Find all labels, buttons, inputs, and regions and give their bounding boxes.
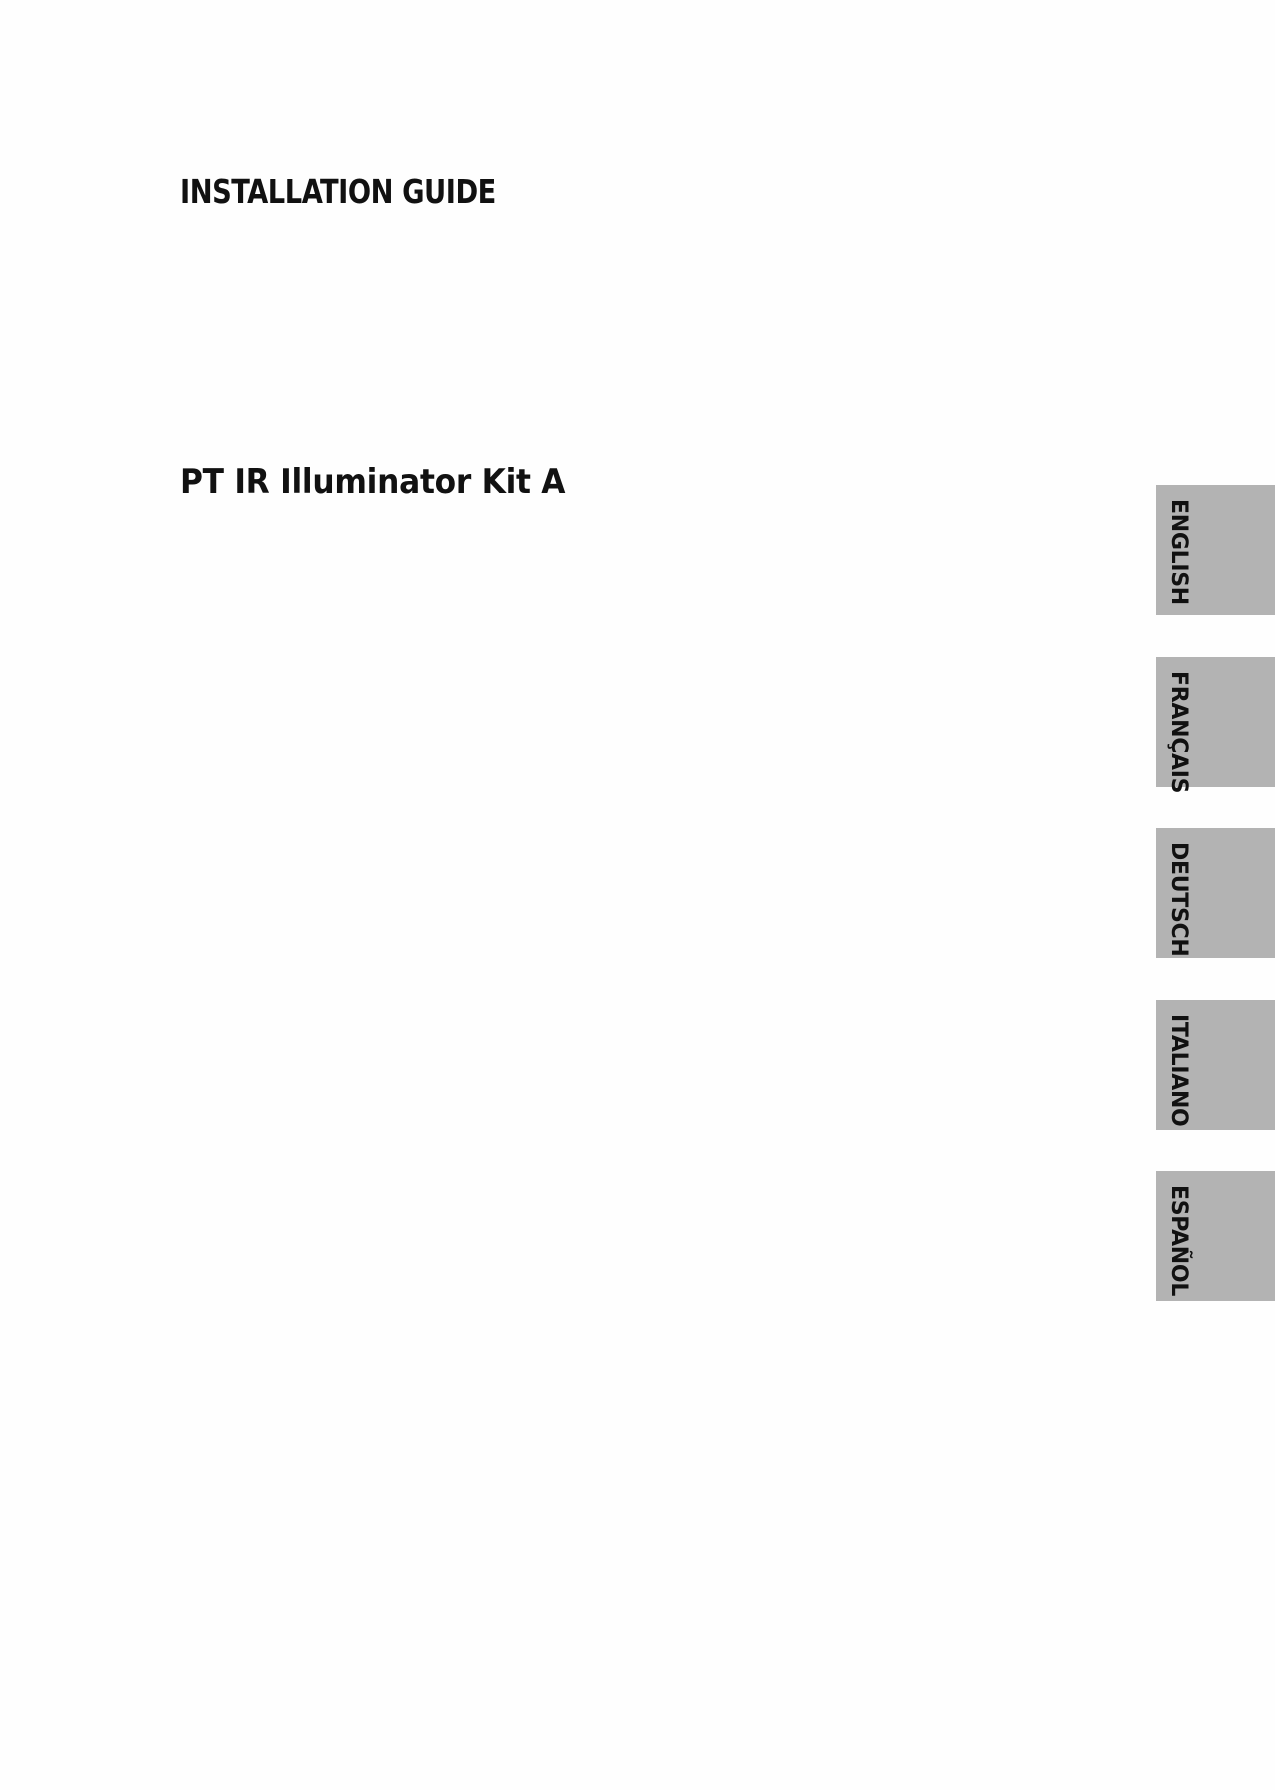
language-tab-label: DEUTSCH [1166, 842, 1191, 957]
language-tab-francais[interactable]: FRANÇAIS [1156, 657, 1275, 793]
document-type-heading: INSTALLATION GUIDE [180, 172, 496, 211]
language-tab-deutsch[interactable]: DEUTSCH [1156, 828, 1275, 958]
language-tab-label: FRANÇAIS [1166, 671, 1191, 794]
language-tab-label: ENGLISH [1166, 499, 1191, 605]
language-tab-label: ITALIANO [1166, 1014, 1191, 1127]
language-tab-espanol[interactable]: ESPAÑOL [1156, 1171, 1275, 1301]
language-tab-english[interactable]: ENGLISH [1156, 485, 1275, 615]
language-tab-label: ESPAÑOL [1166, 1185, 1191, 1297]
product-title: PT IR Illuminator Kit A [180, 462, 566, 502]
language-tab-italiano[interactable]: ITALIANO [1156, 1000, 1275, 1130]
